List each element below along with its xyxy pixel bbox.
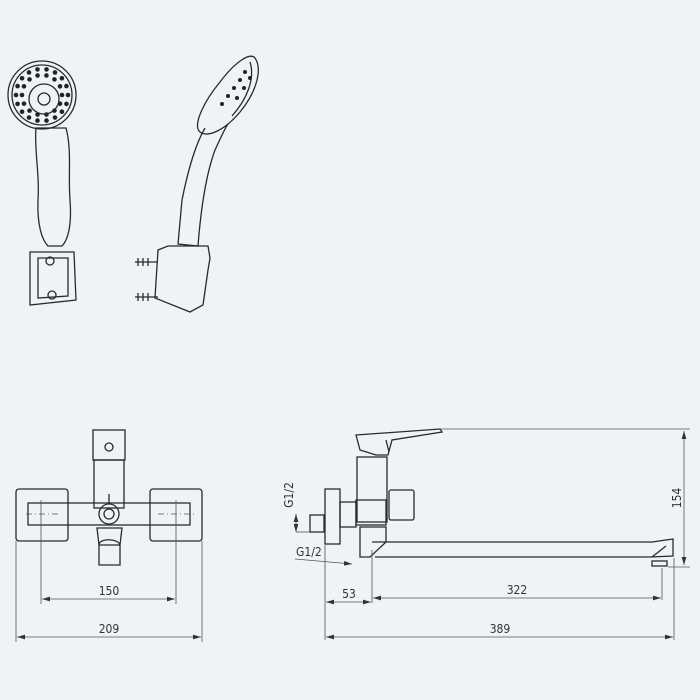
nozzle <box>35 73 40 78</box>
nozzle <box>15 83 20 89</box>
nozzle <box>64 83 69 89</box>
nozzle <box>52 115 58 120</box>
nozzle <box>57 84 63 89</box>
nozzle <box>64 101 69 107</box>
dim-209: 209 <box>99 622 120 636</box>
nozzle <box>59 92 65 98</box>
hand-shower-front-view <box>7 60 77 306</box>
nozzle <box>27 108 32 113</box>
nozzle <box>44 73 49 78</box>
dim-322: 322 <box>507 583 528 597</box>
dim-389: 389 <box>490 622 511 636</box>
mixer-side-view: 154 G1/2 G1/2 53 322 389 <box>282 428 690 640</box>
side-nozzles <box>220 70 252 106</box>
nozzle <box>27 77 32 82</box>
hand-shower-side-view <box>135 55 259 313</box>
dim-150: 150 <box>99 584 120 598</box>
mixer-front-view: 150 209 <box>15 429 203 642</box>
dim-154: 154 <box>670 488 684 509</box>
nozzle <box>52 77 57 82</box>
nozzle <box>19 109 25 115</box>
thread-label-top: G1/2 <box>282 482 296 508</box>
nozzle <box>35 67 40 72</box>
nozzle <box>13 92 19 98</box>
nozzle <box>19 92 25 98</box>
shower-nozzles <box>13 67 71 123</box>
nozzle <box>26 70 32 75</box>
nozzle <box>52 108 57 113</box>
nozzle <box>19 75 25 81</box>
nozzle <box>44 118 49 123</box>
nozzle <box>59 109 65 115</box>
nozzle <box>21 84 27 89</box>
nozzle <box>65 92 71 98</box>
nozzle <box>52 70 58 75</box>
thread-label-bottom: G1/2 <box>296 545 322 559</box>
nozzle <box>44 67 49 72</box>
nozzle <box>21 101 27 106</box>
dim-53: 53 <box>342 587 356 601</box>
nozzle <box>15 101 20 107</box>
nozzle <box>59 75 65 81</box>
nozzle <box>26 115 32 120</box>
nozzle <box>35 118 40 123</box>
